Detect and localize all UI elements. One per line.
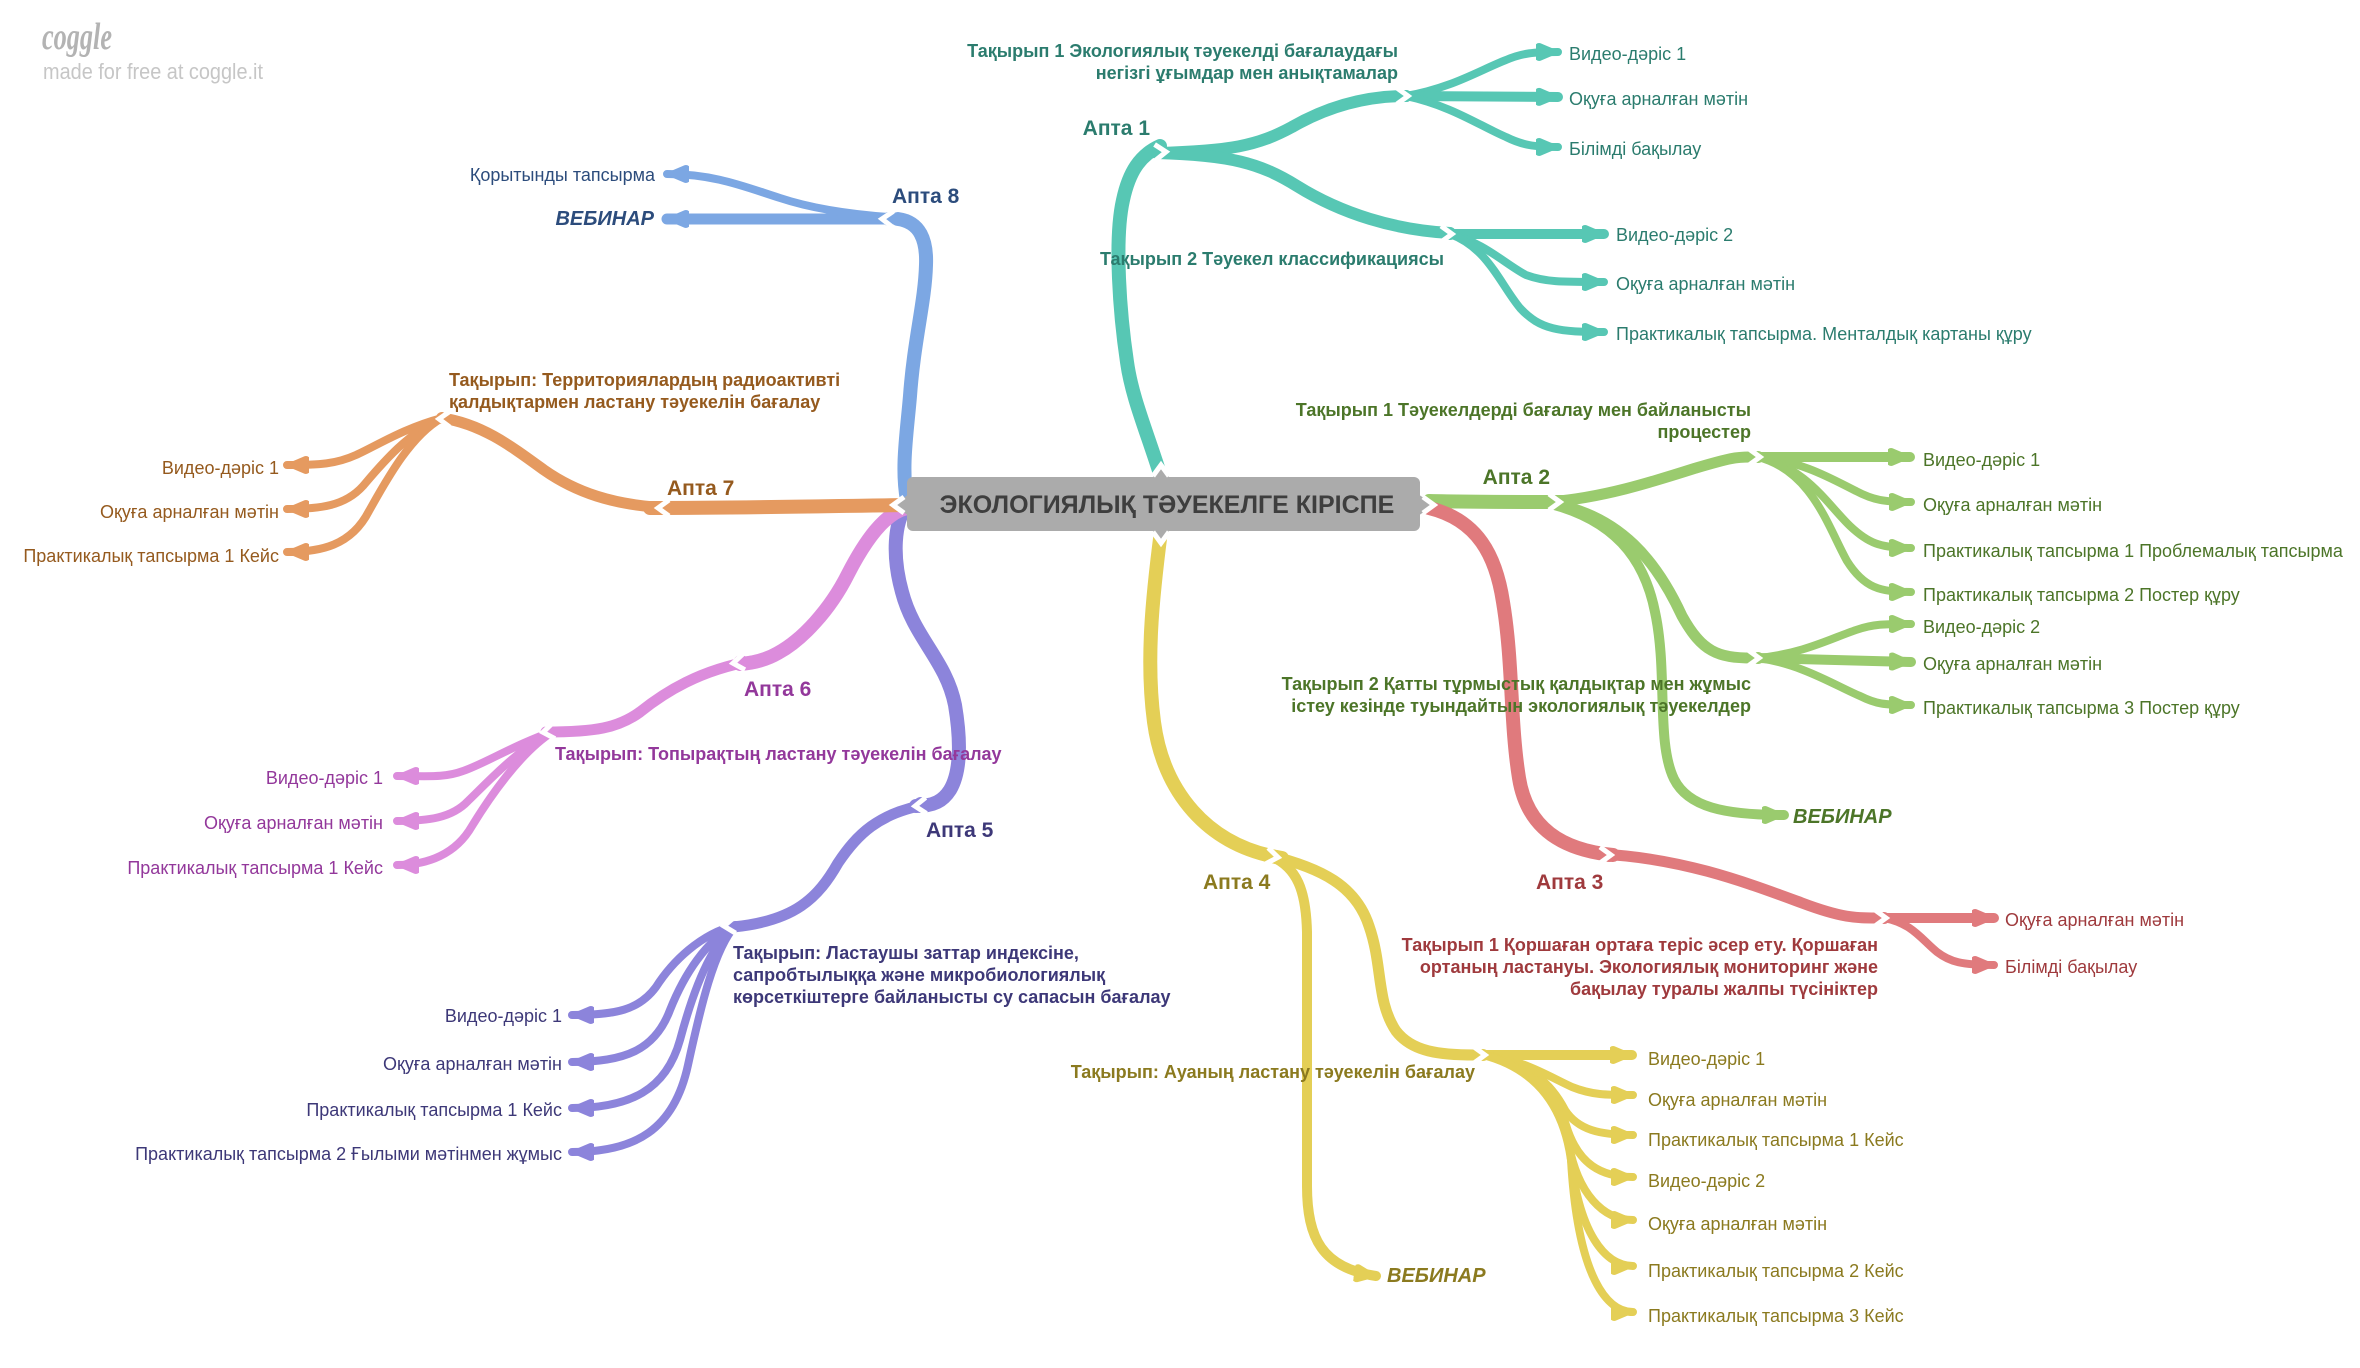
svg-text:Апта 3: Апта 3 <box>1536 871 1603 894</box>
svg-text:Апта 6: Апта 6 <box>744 678 811 701</box>
svg-text:Видео-дәріс 2: Видео-дәріс 2 <box>1923 617 2040 637</box>
svg-text:Видео-дәріс 1: Видео-дәріс 1 <box>266 768 383 788</box>
svg-text:Тақырып: Территориялардың ради: Тақырып: Территориялардың радиоактивті <box>449 370 840 390</box>
svg-text:Оқуға арналған мәтін: Оқуға арналған мәтін <box>1569 89 1748 109</box>
svg-text:Оқуға арналған мәтін: Оқуға арналған мәтін <box>1648 1090 1827 1110</box>
svg-text:Тақырып: Ауаның ластану тәуеке: Тақырып: Ауаның ластану тәуекелін бағала… <box>1071 1062 1475 1082</box>
svg-text:Тақырып 1 Қоршаған ортаға тері: Тақырып 1 Қоршаған ортаға теріс әсер ету… <box>1402 935 1878 955</box>
svg-text:Практикалық тапсырма 3 Кейс: Практикалық тапсырма 3 Кейс <box>1648 1306 1904 1326</box>
svg-text:Білімді бақылау: Білімді бақылау <box>1569 139 1701 159</box>
svg-text:Апта 5: Апта 5 <box>926 819 994 842</box>
svg-text:ВЕБИНАР: ВЕБИНАР <box>1793 806 1892 828</box>
svg-text:процестер: процестер <box>1657 422 1751 442</box>
svg-text:Апта 2: Апта 2 <box>1483 466 1550 489</box>
svg-text:Апта 7: Апта 7 <box>667 477 734 500</box>
svg-text:coggle: coggle <box>42 16 112 58</box>
svg-text:Видео-дәріс 1: Видео-дәріс 1 <box>162 458 279 478</box>
svg-text:ВЕБИНАР: ВЕБИНАР <box>555 208 654 230</box>
svg-text:Оқуға арналған мәтін: Оқуға арналған мәтін <box>1648 1214 1827 1234</box>
svg-text:Оқуға арналған мәтін: Оқуға арналған мәтін <box>1616 274 1795 294</box>
svg-text:Апта 1: Апта 1 <box>1083 117 1151 140</box>
svg-text:Видео-дәріс 1: Видео-дәріс 1 <box>1648 1049 1765 1069</box>
svg-text:Апта 8: Апта 8 <box>892 185 960 208</box>
svg-text:қалдықтармен ластану тәуекелін: қалдықтармен ластану тәуекелін бағалау <box>449 392 820 412</box>
svg-text:ортаның ластануы. Экологиялық: ортаның ластануы. Экологиялық мониторинг… <box>1420 957 1878 977</box>
svg-text:Видео-дәріс 2: Видео-дәріс 2 <box>1616 225 1733 245</box>
svg-text:Практикалық тапсырма. Менталды: Практикалық тапсырма. Менталдық картаны … <box>1616 324 2032 344</box>
svg-text:Апта 4: Апта 4 <box>1203 871 1271 894</box>
svg-text:Практикалық тапсырма 1 Кейс: Практикалық тапсырма 1 Кейс <box>23 546 279 566</box>
svg-text:Практикалық тапсырма 2 Постер: Практикалық тапсырма 2 Постер құру <box>1923 585 2240 605</box>
svg-text:Практикалық тапсырма 3 Постер: Практикалық тапсырма 3 Постер құру <box>1923 698 2240 718</box>
svg-text:Қорытынды тапсырма: Қорытынды тапсырма <box>470 165 656 185</box>
svg-text:Оқуға арналған мәтін: Оқуға арналған мәтін <box>204 813 383 833</box>
svg-text:істеу кезінде туындайтын эколо: істеу кезінде туындайтын экологиялық тәу… <box>1291 696 1751 716</box>
svg-text:Тақырып: Ластаушы заттар индек: Тақырып: Ластаушы заттар индексіне, <box>733 943 1079 963</box>
svg-text:Тақырып 1 Тәуекелдерді бағалау: Тақырып 1 Тәуекелдерді бағалау мен байла… <box>1296 400 1751 420</box>
svg-text:Практикалық тапсырма 1 Проблем: Практикалық тапсырма 1 Проблемалық тапсы… <box>1923 541 2344 561</box>
svg-text:Практикалық тапсырма 1 Кейс: Практикалық тапсырма 1 Кейс <box>1648 1130 1904 1150</box>
svg-text:Тақырып: Топырақтың ластану тә: Тақырып: Топырақтың ластану тәуекелін ба… <box>555 744 1002 764</box>
svg-text:Оқуға арналған мәтін: Оқуға арналған мәтін <box>100 502 279 522</box>
svg-text:ВЕБИНАР: ВЕБИНАР <box>1387 1265 1486 1287</box>
svg-text:Тақырып 2 Қатты тұрмыстық қалд: Тақырып 2 Қатты тұрмыстық қалдықтар мен … <box>1282 674 1751 694</box>
svg-text:Білімді бақылау: Білімді бақылау <box>2005 957 2137 977</box>
svg-text:Практикалық тапсырма 2 Кейс: Практикалық тапсырма 2 Кейс <box>1648 1261 1904 1281</box>
svg-text:made for free at coggle.it: made for free at coggle.it <box>43 59 263 84</box>
svg-text:көрсеткіштерге байланысты су с: көрсеткіштерге байланысты су сапасын бағ… <box>733 987 1171 1007</box>
svg-text:Тақырып 2 Тәуекел классификаци: Тақырып 2 Тәуекел классификациясы <box>1100 249 1444 269</box>
svg-text:Практикалық тапсырма 1 Кейс: Практикалық тапсырма 1 Кейс <box>306 1100 562 1120</box>
svg-text:бақылау туралы жалпы түсінікте: бақылау туралы жалпы түсініктер <box>1570 979 1878 999</box>
svg-text:Видео-дәріс 1: Видео-дәріс 1 <box>1923 450 2040 470</box>
svg-text:сапробтылыққа және микробиолог: сапробтылыққа және микробиологиялық <box>733 965 1106 985</box>
svg-text:Оқуға арналған мәтін: Оқуға арналған мәтін <box>1923 495 2102 515</box>
svg-text:Видео-дәріс 2: Видео-дәріс 2 <box>1648 1171 1765 1191</box>
svg-text:Оқуға арналған мәтін: Оқуға арналған мәтін <box>2005 910 2184 930</box>
svg-text:Оқуға арналған мәтін: Оқуға арналған мәтін <box>383 1054 562 1074</box>
svg-text:ЭКОЛОГИЯЛЫҚ ТӘУЕКЕЛГЕ КІРІСПЕ: ЭКОЛОГИЯЛЫҚ ТӘУЕКЕЛГЕ КІРІСПЕ <box>940 491 1395 519</box>
svg-text:Практикалық тапсырма 1 Кейс: Практикалық тапсырма 1 Кейс <box>127 858 383 878</box>
svg-text:Видео-дәріс 1: Видео-дәріс 1 <box>1569 44 1686 64</box>
svg-text:Видео-дәріс 1: Видео-дәріс 1 <box>445 1006 562 1026</box>
svg-text:Оқуға арналған мәтін: Оқуға арналған мәтін <box>1923 654 2102 674</box>
svg-text:Практикалық тапсырма 2 Ғылыми: Практикалық тапсырма 2 Ғылыми мәтінмен ж… <box>135 1144 562 1164</box>
svg-text:негізгі ұғымдар мен анықтамала: негізгі ұғымдар мен анықтамалар <box>1096 63 1398 83</box>
svg-text:Тақырып 1 Экологиялық тәуекелд: Тақырып 1 Экологиялық тәуекелді бағалауд… <box>967 41 1398 61</box>
